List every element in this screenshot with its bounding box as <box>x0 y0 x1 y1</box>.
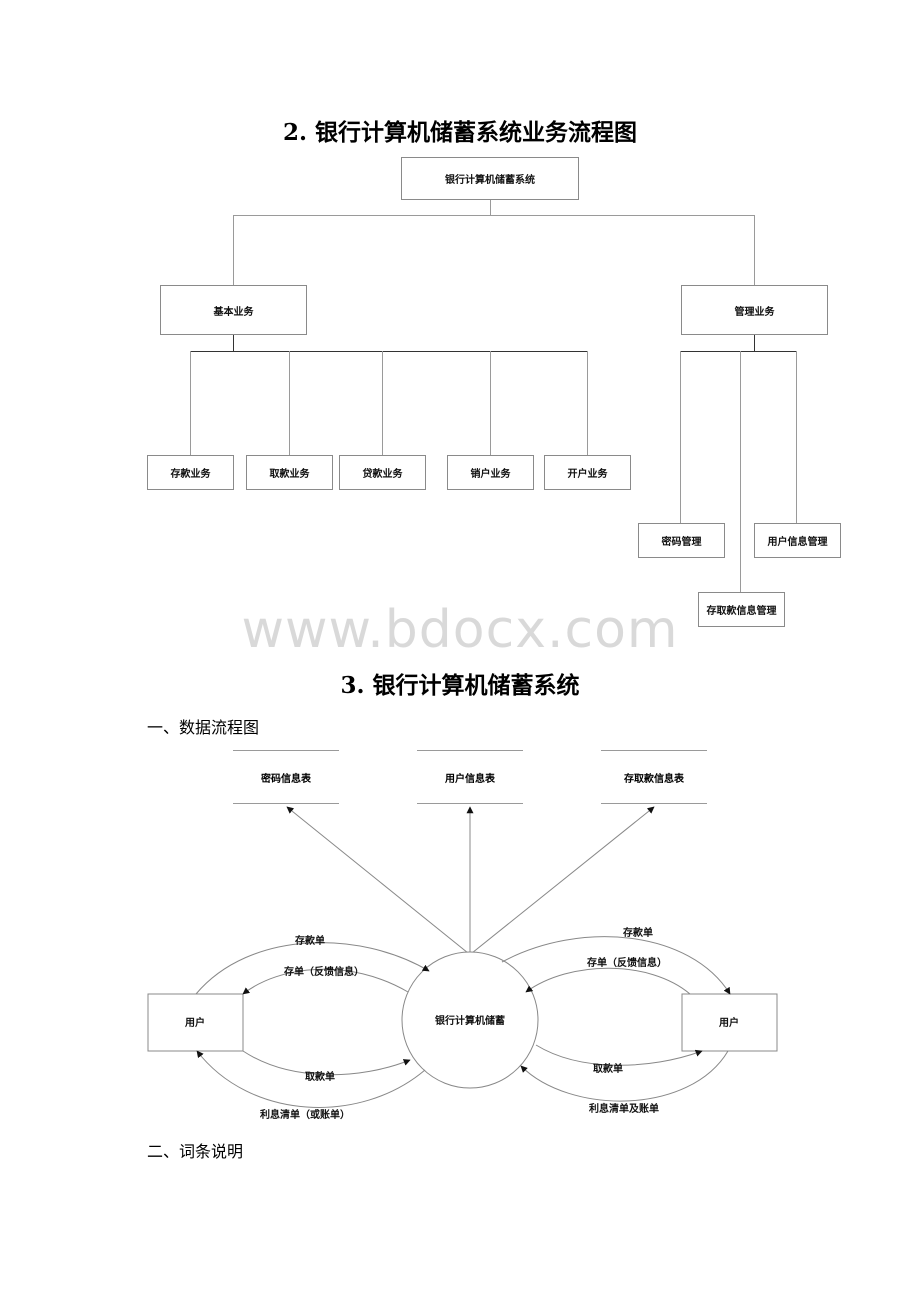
right-withdraw-label: 取款单 <box>593 1062 623 1075</box>
connector <box>233 215 234 285</box>
section2-title: 2. 银行计算机储蓄系统业务流程图 <box>282 119 638 146</box>
connector <box>289 351 290 456</box>
right-withdraw-flow <box>535 1044 703 1066</box>
left-interest-label: 利息清单（或账单） <box>260 1108 350 1121</box>
open-account-node: 开户业务 <box>544 455 631 490</box>
left-receipt-flow <box>242 968 409 995</box>
connector <box>490 199 491 216</box>
right-interest-flow <box>520 1050 729 1102</box>
left-receipt-label: 存单（反馈信息） <box>284 965 364 978</box>
user-info-store: 用户信息表 <box>417 750 523 804</box>
connector <box>382 351 383 456</box>
management-business-node: 管理业务 <box>681 285 828 335</box>
center-process <box>401 951 539 1089</box>
close-account-node: 销户业务 <box>447 455 534 490</box>
password-info-store: 密码信息表 <box>233 750 339 804</box>
user-right-label: 用户 <box>718 1016 739 1029</box>
right-interest-label: 利息清单及账单 <box>589 1102 659 1115</box>
right-deposit-label: 存款单 <box>623 926 653 939</box>
right-deposit-flow <box>501 936 731 995</box>
connector <box>233 215 755 216</box>
connector <box>190 351 191 456</box>
flow-to-password-store <box>286 806 469 954</box>
left-withdraw-flow <box>242 1050 411 1076</box>
connector <box>490 351 491 456</box>
right-receipt-flow <box>525 967 691 995</box>
left-withdraw-label: 取款单 <box>305 1070 335 1083</box>
left-deposit-label: 存款单 <box>295 934 325 947</box>
terms-heading: 二、词条说明 <box>147 1142 244 1161</box>
watermark: www.bdocx.com <box>241 600 679 660</box>
deposit-withdraw-info-store: 存取款信息表 <box>601 750 707 804</box>
connector <box>190 351 588 352</box>
connector <box>796 351 797 523</box>
user-left-label: 用户 <box>184 1016 205 1029</box>
loan-business-node: 贷款业务 <box>339 455 426 490</box>
password-management-node: 密码管理 <box>638 523 725 558</box>
connector <box>754 335 755 352</box>
connector <box>233 335 234 352</box>
deposit-withdraw-info-node: 存取款信息管理 <box>698 592 785 627</box>
connector <box>740 351 741 592</box>
user-left-box <box>147 993 244 1052</box>
dfd-heading: 一、数据流程图 <box>147 718 260 737</box>
flow-to-deposit-store <box>471 806 655 954</box>
left-interest-flow <box>196 1050 426 1108</box>
withdraw-business-node: 取款业务 <box>246 455 333 490</box>
connector <box>680 351 681 523</box>
center-process-label: 银行计算机储蓄 <box>435 1014 505 1027</box>
left-deposit-flow <box>195 942 430 995</box>
section3-title: 3. 银行计算机储蓄系统 <box>340 672 580 699</box>
root-node: 银行计算机储蓄系统 <box>401 157 579 200</box>
user-info-management-node: 用户信息管理 <box>754 523 841 558</box>
connector <box>754 215 755 285</box>
connector <box>680 351 797 352</box>
basic-business-node: 基本业务 <box>160 285 307 335</box>
right-receipt-label: 存单（反馈信息） <box>587 956 667 969</box>
connector <box>587 351 588 456</box>
deposit-business-node: 存款业务 <box>147 455 234 490</box>
